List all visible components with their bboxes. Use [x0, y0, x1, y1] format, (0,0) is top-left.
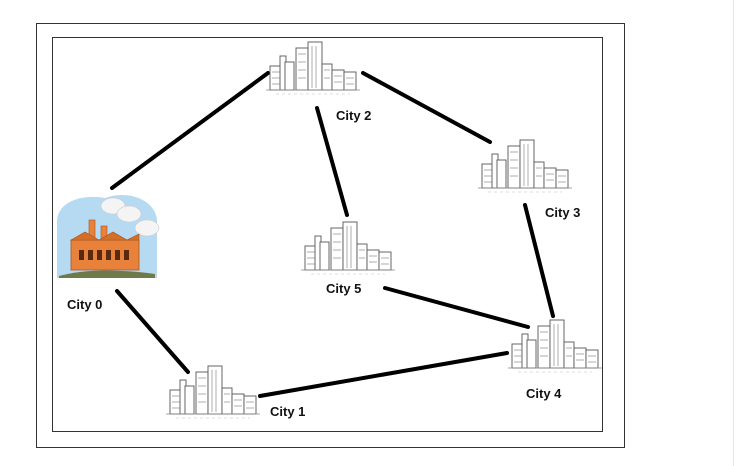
edge-city-1-city-4	[258, 351, 509, 398]
edge-city-2-city-3	[361, 71, 492, 144]
node-label-city-0: City 0	[67, 297, 103, 312]
edge-city-0-city-2	[110, 71, 270, 190]
node-label-city-2: City 2	[336, 108, 372, 123]
edge-city-2-city-5	[315, 106, 349, 217]
edge-city-0-city-1	[115, 289, 190, 374]
edges-layer	[110, 71, 555, 398]
factory-icon	[57, 194, 160, 278]
city-skyline-icon	[265, 41, 361, 95]
city-skyline-icon	[165, 365, 261, 419]
edge-city-3-city-4	[523, 203, 555, 318]
node-label-city-5: City 5	[326, 281, 362, 296]
city-skyline-icon	[477, 139, 573, 193]
node-label-city-4: City 4	[526, 386, 562, 401]
page-edge-divider	[733, 0, 734, 466]
node-label-city-1: City 1	[270, 404, 306, 419]
edge-city-5-city-4	[383, 286, 530, 329]
city-skyline-icon	[507, 319, 603, 373]
diagram-frame	[52, 37, 603, 432]
node-label-city-3: City 3	[545, 205, 581, 220]
city-skyline-icon	[300, 221, 396, 275]
